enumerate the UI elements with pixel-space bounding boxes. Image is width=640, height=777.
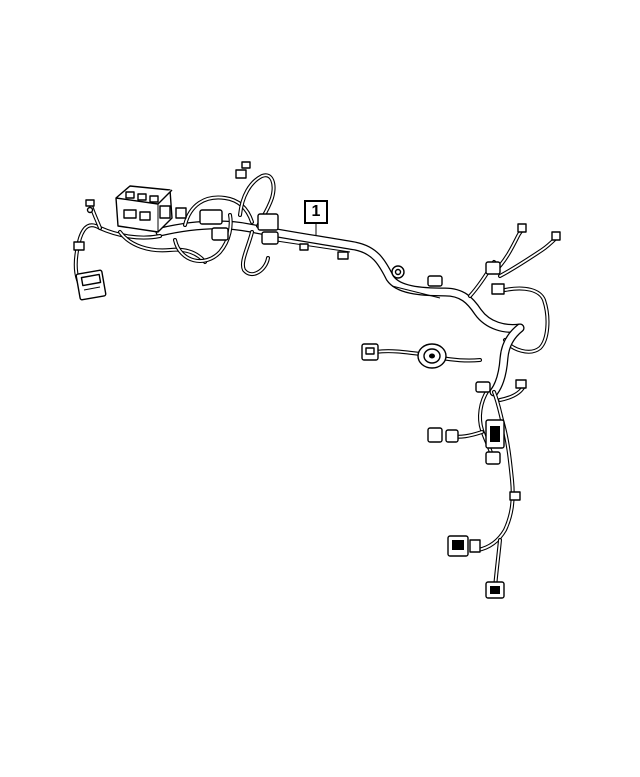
trunk-clips bbox=[299, 243, 443, 287]
dark-module-connector bbox=[485, 419, 505, 465]
main-trunk bbox=[155, 220, 525, 333]
left-harness-branch bbox=[73, 173, 276, 297]
left-lower-connector bbox=[361, 343, 379, 361]
far-left-connector bbox=[75, 269, 107, 301]
mid-pair-connectors bbox=[427, 427, 459, 443]
left-small-connector bbox=[73, 241, 85, 251]
bottom-connector bbox=[485, 581, 505, 599]
left-top-terminal bbox=[85, 199, 95, 214]
right-upper-connectors bbox=[485, 223, 561, 295]
fuse-relay-box bbox=[115, 185, 173, 233]
round-grommet bbox=[417, 343, 447, 369]
lower-left-connector bbox=[447, 535, 481, 557]
mid-left-connectors bbox=[175, 161, 279, 245]
clip-connectors bbox=[475, 379, 527, 501]
callout-number: 1 bbox=[304, 200, 328, 224]
